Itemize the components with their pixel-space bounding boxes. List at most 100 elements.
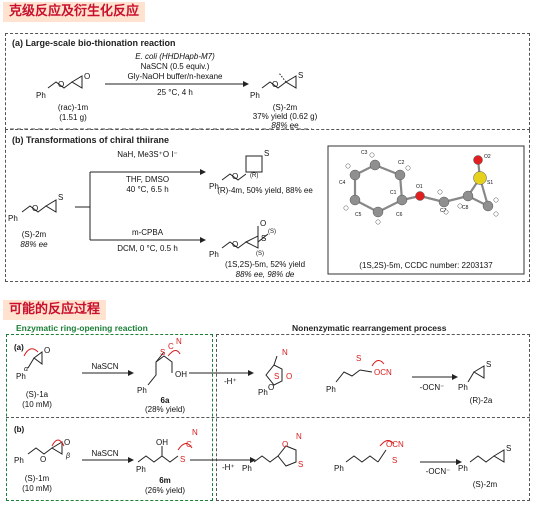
row-a-cyc-s: S xyxy=(274,372,280,381)
b-top-conditions: 40 °C, 6.5 h xyxy=(126,185,169,194)
b-sm-ee: 88% ee xyxy=(20,240,48,249)
prod-label: (S)-2m xyxy=(272,103,298,112)
prod-ph: Ph xyxy=(250,91,260,100)
row-a-prod-s: S xyxy=(486,360,492,369)
row-b-sm-conc: (10 mM) xyxy=(22,484,52,493)
header-derivatization: 克级反应及衍生化反应 xyxy=(3,2,146,22)
reagent-buffer: Gly-NaOH buffer/n-hexane xyxy=(127,72,223,81)
row-a-prod-label: (R)-2a xyxy=(469,396,493,405)
b-bot-ph: Ph xyxy=(209,250,219,259)
b-sm-o: O xyxy=(32,204,39,213)
enzymatic-title: Enzymatic ring-opening reaction xyxy=(16,323,148,333)
b-sm-s: S xyxy=(58,193,64,202)
row-a-tag: (a) xyxy=(14,343,24,352)
b-bot-reagent1: m-CPBA xyxy=(131,228,164,237)
row-a-int-oh: OH xyxy=(175,370,187,379)
b-sm-label: (S)-2m xyxy=(21,230,47,239)
reagent-conditions: 25 °C, 4 h xyxy=(157,88,193,97)
b-bot-stereo1: (S) xyxy=(268,229,276,235)
xray-caption: (1S,2S)-5m, CCDC number: 2203137 xyxy=(359,261,493,270)
xray-c4: C4 xyxy=(339,180,346,186)
row-b-reagent: NaSCN xyxy=(91,449,119,458)
sm-label: (rac)-1m xyxy=(57,103,89,112)
row-b-cyc-s: S xyxy=(298,460,304,469)
b-top-ph: Ph xyxy=(209,182,219,191)
row-a-sm-ph: Ph xyxy=(16,372,26,381)
row-b-sm-epo: O xyxy=(64,438,71,447)
b-bot-stereo2: (S) xyxy=(256,251,264,257)
sm-o-atom: O xyxy=(58,80,65,89)
row-b-open-ocn: OCN xyxy=(386,440,404,449)
section-a-box xyxy=(5,33,530,130)
header-mechanism: 可能的反应过程 xyxy=(3,300,107,320)
row-b-sm-o: O xyxy=(40,455,47,464)
b-top-prod-label: (R)-4m, 50% yield, 88% ee xyxy=(217,186,313,195)
row-a-sm-label: (S)-1a xyxy=(25,390,49,399)
b-bot-so: O xyxy=(260,219,267,228)
row-a-reagent: NaSCN xyxy=(91,362,119,371)
row-b-int-oh: OH xyxy=(156,438,168,447)
row-a-cyc-o: O xyxy=(286,372,293,381)
row-a-alpha: α xyxy=(24,366,28,373)
row-b-tag: (b) xyxy=(14,425,25,434)
reagent-ecoli: E. coli (HHDHapb-M7) xyxy=(135,52,215,61)
b-top-reagent1: NaH, Me3S⁺O I⁻ xyxy=(117,150,178,159)
row-a-ocn-loss: -OCN⁻ xyxy=(419,383,445,392)
row-b-int-s: S xyxy=(180,455,186,464)
nonenzymatic-title: Nonenzymatic rearrangement process xyxy=(292,323,447,333)
row-b-int-label: 6m xyxy=(159,476,171,485)
b-bot-reagent2: DCM, 0 °C, 0.5 h xyxy=(117,244,178,253)
b-top-reagent2: THF, DMSO xyxy=(125,175,170,184)
b-bot-o: O xyxy=(232,240,239,249)
prod-yield: 37% yield (0.62 g) xyxy=(252,112,318,121)
row-a-int-ph: Ph xyxy=(137,386,147,395)
row-a-open-s: S xyxy=(356,354,362,363)
row-a-prod-ph: Ph xyxy=(458,383,468,392)
row-b-int-ph: Ph xyxy=(136,465,146,474)
row-a-open-ph: Ph xyxy=(326,385,336,394)
xray-c7: C7 xyxy=(440,208,447,214)
xray-c2: C2 xyxy=(398,160,405,166)
sm-ph: Ph xyxy=(36,91,46,100)
xray-s1: S1 xyxy=(487,180,494,186)
prod-o-atom: O xyxy=(272,80,279,89)
b-top-o: O xyxy=(232,172,239,181)
xray-c8: C8 xyxy=(462,205,469,211)
xray-c6: C6 xyxy=(396,212,403,218)
row-b-cyc-n: N xyxy=(296,432,302,441)
sm-amount: (1.51 g) xyxy=(59,113,87,122)
b-top-s: S xyxy=(264,149,270,158)
row-a-sm-conc: (10 mM) xyxy=(22,400,52,409)
row-b-cyc-ph: Ph xyxy=(242,464,252,473)
row-b-beta: β xyxy=(66,453,70,460)
row-a-int-c: C xyxy=(168,342,174,351)
row-b-prod-ph: Ph xyxy=(458,464,468,473)
section-b-title: (b) Transformations of chiral thiirane xyxy=(12,135,170,145)
xray-c5: C5 xyxy=(355,212,362,218)
row-a-cyc-ph: Ph xyxy=(258,388,268,397)
row-b-sm-label: (S)-1m xyxy=(24,474,50,483)
b-sm-ph: Ph xyxy=(8,214,18,223)
row-a-int-s: S xyxy=(160,348,166,357)
row-b-ocn-loss: -OCN⁻ xyxy=(425,467,451,476)
row-a-sm-o: O xyxy=(44,346,51,355)
section-a-title: (a) Large-scale bio-thionation reaction xyxy=(12,38,176,48)
row-a-cyc-o2: O xyxy=(268,383,275,392)
b-bot-prod-label: (1S,2S)-5m, 52% yield xyxy=(224,260,306,269)
row-b-int-yield: (26% yield) xyxy=(144,486,185,495)
row-divider xyxy=(6,417,530,418)
row-b-int-c: C xyxy=(186,440,192,449)
section-b-box xyxy=(5,130,530,282)
reagent-nascn: NaSCN (0.5 equiv.) xyxy=(140,62,210,71)
xray-o1: O1 xyxy=(416,184,423,190)
row-a-int-yield: (28% yield) xyxy=(144,405,185,414)
xray-o2: O2 xyxy=(484,154,491,160)
row-b-prod-label: (S)-2m xyxy=(472,480,498,489)
prod-ee: 88% ee xyxy=(271,121,299,130)
row-b-open-s: S xyxy=(392,456,398,465)
row-a-h-loss: -H⁺ xyxy=(224,377,237,386)
row-b-int-n: N xyxy=(192,428,198,437)
